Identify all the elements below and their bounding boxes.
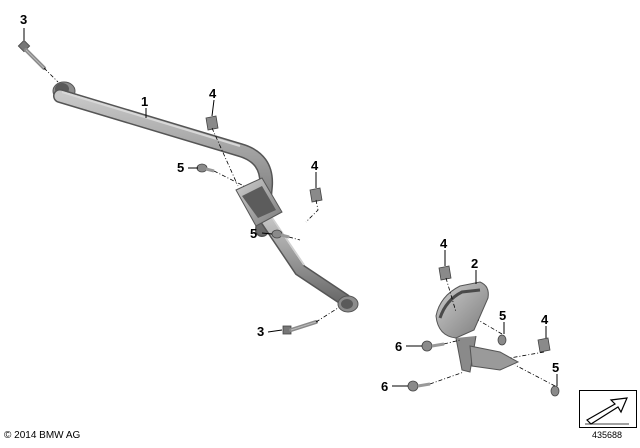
- diagram-number: 435688: [592, 430, 623, 440]
- callout-5-b: 5: [250, 226, 257, 241]
- copyright-text: © 2014 BMW AG: [4, 430, 81, 441]
- callout-4-b: 4: [311, 158, 319, 173]
- bolt-part-3-bottom: [282, 320, 318, 335]
- callout-5-d: 5: [552, 360, 559, 375]
- bolt-part-3-top: [17, 39, 46, 70]
- callout-3-top: 3: [20, 12, 27, 27]
- clip-nut-part-4-b: [309, 187, 323, 203]
- clip-nut-part-4-d: [537, 337, 551, 353]
- screw-part-5-b: [271, 229, 290, 239]
- callout-5-a: 5: [177, 160, 184, 175]
- callout-4-d: 4: [541, 312, 549, 327]
- callout-labels: 3 1 4 5 4 5 3 4 2 5 4 6 5 6: [20, 12, 559, 394]
- leader-lines: [23, 28, 558, 387]
- callout-4-a: 4: [209, 86, 217, 101]
- screw-part-5-c: [497, 334, 507, 346]
- callout-5-c: 5: [499, 308, 506, 323]
- callout-6-a: 6: [395, 339, 402, 354]
- callout-4-c: 4: [440, 236, 448, 251]
- screw-part-6-a: [421, 340, 445, 352]
- mount-bracket-part-2: [435, 281, 520, 373]
- screw-part-5-a: [196, 163, 215, 173]
- screw-part-6-b: [407, 380, 431, 392]
- clip-nut-part-4-a: [205, 115, 219, 131]
- callout-2: 2: [471, 256, 478, 271]
- callout-6-b: 6: [381, 379, 388, 394]
- orientation-arrow-icon: [579, 390, 637, 428]
- clip-nut-part-4-c: [438, 265, 452, 281]
- assembly-lines: [43, 67, 556, 387]
- callout-3-bottom: 3: [257, 324, 264, 339]
- callout-1: 1: [141, 94, 148, 109]
- tube-bracket-part-1: [52, 81, 359, 313]
- screw-part-5-d: [550, 385, 560, 397]
